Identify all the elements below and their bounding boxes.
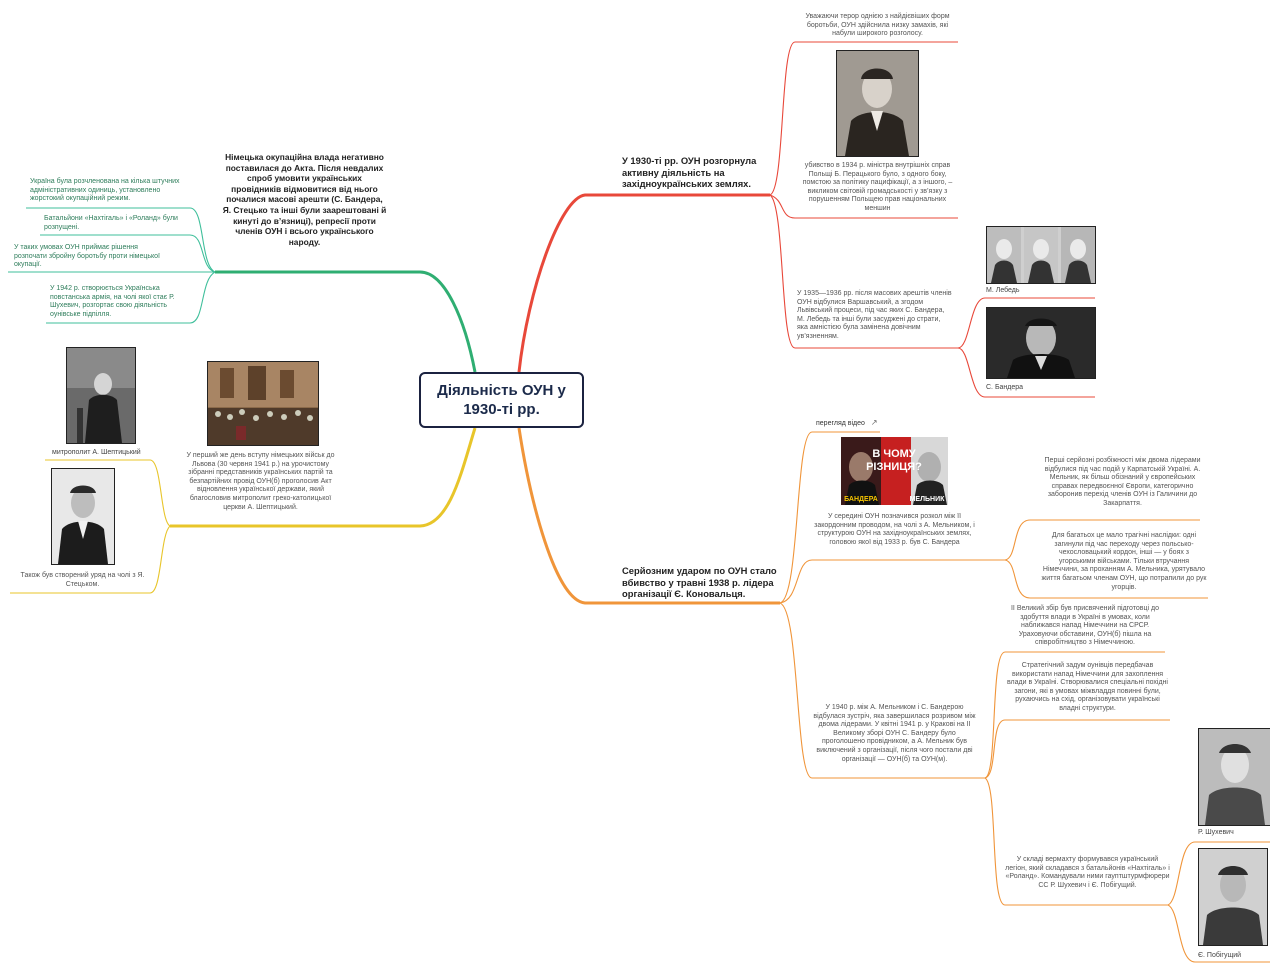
node-terror-attempts[interactable]: Уважаючи терор однією з найдієвіших форм… (805, 13, 950, 38)
node-peratsky-murder[interactable]: убивство в 1934 р. міністра внутрішніх с… (802, 162, 953, 212)
node-second-great-assembly[interactable]: ІІ Великий збір був присвячений підготов… (1010, 605, 1160, 647)
node-konovalets-murder[interactable]: Серйозним ударом по ОУН стало вбивство у… (622, 565, 777, 600)
node-ukraine-divided[interactable]: Україна була розчленована на кілька штуч… (30, 178, 180, 203)
video-name-right: МЕЛЬНИК (910, 496, 946, 503)
branch-connector-yellow (170, 427, 477, 528)
central-title-line1: Діяльність ОУН у (437, 382, 566, 399)
node-upa-created[interactable]: У 1942 р. створюється Українська повстан… (50, 285, 175, 318)
video-link[interactable]: перегляд відео ↗ (816, 418, 878, 427)
photo-pobihushchyi (1198, 848, 1268, 946)
video-link-label: перегляд відео (816, 420, 865, 427)
branch-connector-green (215, 270, 477, 373)
node-strategic-plan[interactable]: Стратегічний задум оунівців передбачав в… (1007, 662, 1168, 712)
photo-lebed (986, 226, 1096, 284)
node-stetsko-government[interactable]: Також був створений уряд на чолі з Я. Ст… (20, 572, 145, 588)
caption-shukhevych: Р. Шухевич (1198, 829, 1234, 836)
node-battalions-disbanded[interactable]: Батальйони «Нахтігаль» і «Роланд» були р… (44, 215, 178, 231)
node-1940-meeting[interactable]: У 1940 р. між А. Мельником і С. Бандерою… (813, 704, 976, 763)
photo-peratsky-case (836, 50, 919, 157)
node-act-proclaimed[interactable]: У перший же день вступу німецьких військ… (186, 452, 335, 511)
photo-stetsko (51, 468, 115, 565)
caption-sheptytsky: митрополит А. Шептицький (52, 449, 141, 456)
photo-sheptytsky (66, 347, 136, 444)
node-split-within-oun[interactable]: У середині ОУН позначився розкол між її … (814, 513, 975, 546)
photo-act-proclamation-crowd (207, 361, 319, 446)
central-topic[interactable]: Діяльність ОУН у 1930-ті рр. (419, 372, 584, 428)
node-armed-struggle[interactable]: У таких умовах ОУН приймає рішення розпо… (14, 244, 160, 269)
node-carpathian-ukraine-disagreement[interactable]: Перші серйозні розбіжності між двома лід… (1044, 457, 1201, 507)
caption-bandera: С. Бандера (986, 384, 1024, 391)
photo-bandera (986, 307, 1096, 379)
node-tragic-consequences[interactable]: Для багатьох це мало трагічні наслідки: … (1041, 532, 1207, 591)
caption-pobihushchyi: Є. Побігущий (1198, 952, 1242, 959)
central-title-line2: 1930-ті рр. (463, 401, 540, 418)
node-german-occupation[interactable]: Німецька окупаційна влада негативно пост… (222, 152, 387, 247)
node-warsaw-lviv-trials[interactable]: У 1935—1936 рр. після масових арештів чл… (797, 290, 952, 340)
video-title-line2: РІЗНИЦЯ? (866, 461, 922, 473)
node-oun-1930s-activity[interactable]: У 1930-ті рр. ОУН розгорнула активну дія… (622, 155, 757, 190)
node-ukrainian-legion[interactable]: У складі вермахту формувався український… (1005, 856, 1170, 889)
video-title-line1: В ЧОМУ (872, 448, 915, 460)
branch-connector-orange (517, 427, 780, 605)
photo-shukhevych (1198, 728, 1270, 826)
external-link-icon[interactable]: ↗ (870, 418, 878, 427)
caption-lebed: М. Лебедь (986, 287, 1020, 294)
video-name-left: БАНДЕРА (844, 496, 878, 503)
video-thumbnail[interactable]: В ЧОМУ РІЗНИЦЯ? БАНДЕРА МЕЛЬНИК (841, 437, 948, 505)
branch-connector-red (517, 193, 770, 373)
